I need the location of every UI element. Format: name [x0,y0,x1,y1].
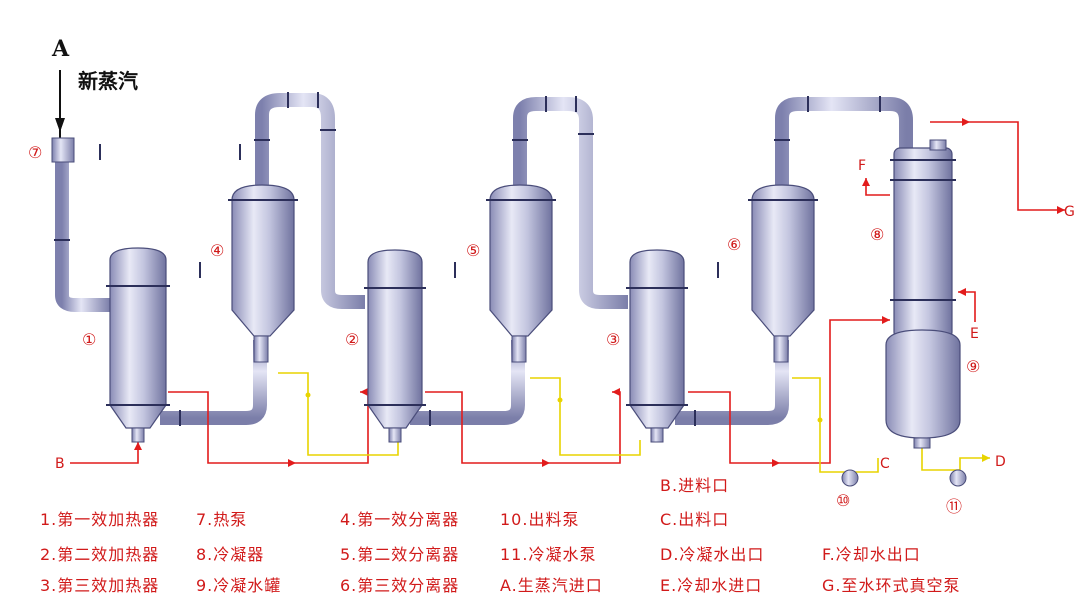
marker-7: ⑦ [28,143,42,162]
port-e: E [970,326,979,342]
legend-item: 7.热泵 [196,510,248,529]
marker-8: ⑧ [870,225,884,244]
heater-1 [106,247,170,443]
legend-item: 4.第一效分离器 [340,510,460,529]
legend-item: 3.第三效加热器 [40,576,160,595]
legend-item: B.进料口 [660,476,730,495]
marker-3: ③ [606,330,620,349]
port-g: G [1064,204,1075,220]
port-d: D [995,454,1006,470]
port-c: C [880,456,890,472]
separator-5 [486,184,556,363]
pipe-flanges [54,92,881,426]
marker-11: ⑪ [946,497,962,516]
condensate-tank-9 [885,329,961,449]
legend-item: G.至水环式真空泵 [822,576,961,595]
legend-item: 5.第二效分离器 [340,545,460,564]
marker-4: ④ [210,241,224,260]
red-arrowheads [134,118,1065,467]
pump-11 [949,469,967,487]
legend-item: D.冷凝水出口 [660,545,765,564]
legend-item: 9.冷凝水罐 [196,576,282,595]
marker-2: ② [345,330,359,349]
heater-2 [364,249,426,443]
legend-item: A.生蒸汽进口 [500,576,603,595]
legend-item: E.冷却水进口 [660,576,763,595]
legend-item: 11.冷凝水泵 [500,545,597,564]
marker-10: ⑩ [836,491,850,510]
marker-5: ⑤ [466,241,480,260]
steam-letter-a: A [51,36,70,62]
legend-item: C.出料口 [660,510,730,529]
legend-item: F.冷却水出口 [822,545,921,564]
condenser-8 [890,139,956,339]
legend-item: 1.第一效加热器 [40,510,160,529]
legend-item: 6.第三效分离器 [340,576,460,595]
marker-9: ⑨ [966,357,980,376]
port-letters: B C D E F G [55,158,1075,472]
pump-10 [841,469,859,487]
separator-6 [748,184,818,363]
legend-item: 10.出料泵 [500,510,580,529]
steam-caption: 新蒸汽 [78,69,138,93]
port-b: B [55,456,65,472]
legend-item: 8.冷凝器 [196,545,265,564]
circle-markers: ① ② ③ ④ ⑤ ⑥ ⑦ ⑧ ⑨ ⑩ ⑪ [28,143,980,516]
marker-1: ① [82,330,96,349]
separator-4 [228,184,298,363]
thermo-pump-7 [51,120,75,163]
heater-3 [626,249,688,443]
vapor-piping [55,70,913,425]
marker-6: ⑥ [727,235,741,254]
yellow-arrowheads [305,392,990,462]
legend-item: 2.第二效加热器 [40,545,160,564]
port-f: F [858,158,866,174]
